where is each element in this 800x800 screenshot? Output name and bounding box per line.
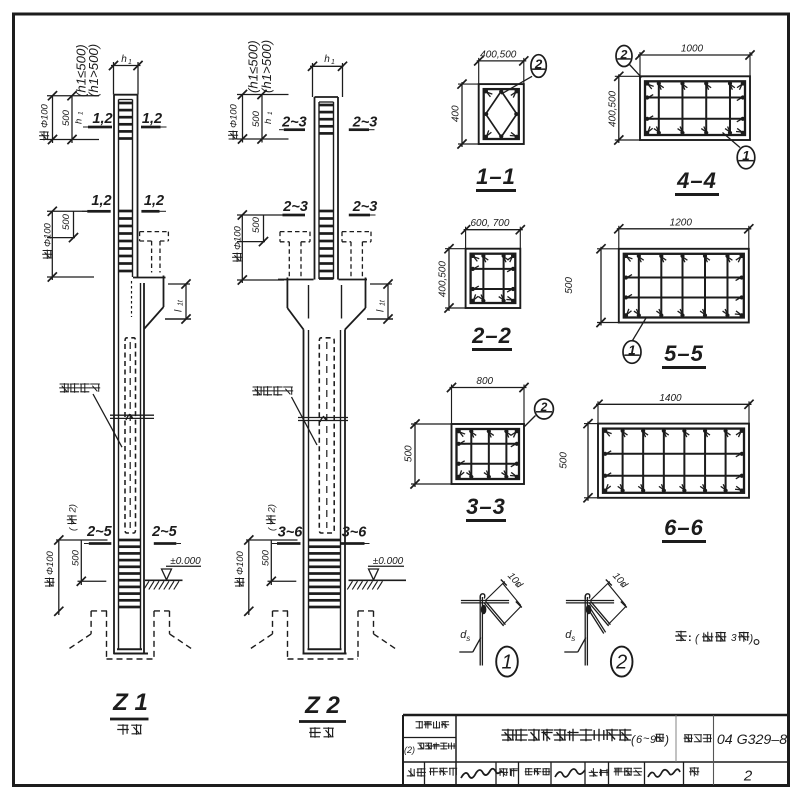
- svg-text:): ): [748, 633, 754, 645]
- svg-text:Φ100: Φ100: [235, 550, 246, 575]
- svg-text:400: 400: [451, 105, 462, 122]
- svg-text:3: 3: [731, 633, 737, 644]
- svg-text:1t: 1t: [379, 299, 386, 306]
- svg-text:500: 500: [70, 549, 81, 566]
- svg-text:Φ100: Φ100: [232, 225, 243, 250]
- svg-text:2: 2: [743, 768, 753, 785]
- svg-text:1: 1: [267, 111, 274, 115]
- svg-text:(: (: [266, 527, 277, 531]
- svg-text:s: s: [466, 634, 470, 643]
- svg-text:Φ100: Φ100: [228, 103, 239, 128]
- svg-text:Φ100: Φ100: [45, 550, 56, 575]
- svg-text:2~3: 2~3: [282, 199, 308, 215]
- svg-text:500: 500: [564, 277, 575, 294]
- svg-text:1,2: 1,2: [144, 193, 164, 209]
- svg-text:Φ100: Φ100: [39, 103, 50, 128]
- svg-text:1000: 1000: [681, 44, 704, 55]
- svg-text:9: 9: [650, 734, 656, 746]
- svg-text::: :: [688, 632, 692, 644]
- svg-text:5–5: 5–5: [664, 341, 704, 366]
- svg-text:500: 500: [251, 110, 262, 127]
- svg-text:s: s: [618, 581, 626, 589]
- svg-text:l: l: [174, 309, 185, 312]
- svg-text:2~3: 2~3: [352, 115, 378, 131]
- svg-text:(h1>500): (h1>500): [259, 40, 274, 93]
- svg-text:(: (: [67, 527, 78, 531]
- svg-text:500: 500: [61, 213, 72, 230]
- svg-text:2–2: 2–2: [471, 323, 512, 348]
- svg-text:6: 6: [636, 734, 643, 746]
- svg-text:400,500: 400,500: [607, 90, 618, 127]
- svg-text:2: 2: [540, 400, 548, 414]
- svg-text:1200: 1200: [670, 217, 693, 228]
- svg-text:2~3: 2~3: [352, 199, 378, 215]
- svg-text:Φ100: Φ100: [43, 222, 54, 247]
- svg-text:(h1≤500): (h1≤500): [246, 40, 261, 93]
- svg-text:400,500: 400,500: [438, 261, 449, 298]
- svg-text:d: d: [460, 629, 467, 641]
- svg-text:h: h: [324, 54, 330, 65]
- svg-text:1,2: 1,2: [142, 111, 162, 127]
- svg-text:6–6: 6–6: [664, 515, 704, 540]
- svg-text:10d: 10d: [610, 571, 630, 591]
- svg-text:(: (: [631, 733, 637, 747]
- svg-text:±0.000: ±0.000: [373, 556, 404, 567]
- svg-text:3–3: 3–3: [466, 494, 506, 519]
- svg-text:1: 1: [331, 59, 335, 66]
- svg-text:): ): [663, 733, 669, 747]
- svg-text:(h1≤500): (h1≤500): [74, 44, 89, 97]
- svg-text:±0.000: ±0.000: [170, 556, 201, 567]
- svg-text:(h1>500): (h1>500): [86, 44, 101, 97]
- svg-text:2~5: 2~5: [86, 524, 113, 540]
- svg-text:Z 2: Z 2: [304, 692, 340, 719]
- svg-text:2: 2: [534, 56, 543, 71]
- svg-text:500: 500: [260, 549, 271, 566]
- svg-text:500: 500: [404, 445, 415, 462]
- svg-text:1: 1: [128, 59, 132, 66]
- svg-text:2): 2): [266, 504, 277, 513]
- svg-text:Z 1: Z 1: [112, 689, 148, 716]
- svg-text:(2): (2): [404, 745, 415, 755]
- svg-text:800: 800: [476, 376, 493, 387]
- svg-text:(: (: [695, 633, 700, 645]
- svg-text:s: s: [513, 581, 521, 589]
- svg-text:3~6: 3~6: [342, 525, 368, 541]
- svg-text:1: 1: [742, 148, 749, 163]
- svg-text:h: h: [73, 119, 84, 124]
- svg-text:~: ~: [643, 733, 650, 745]
- svg-text:4–4: 4–4: [676, 168, 717, 193]
- svg-text:l: l: [376, 309, 387, 312]
- svg-text:d: d: [565, 629, 572, 641]
- svg-text:400,500: 400,500: [480, 49, 517, 60]
- svg-text:1: 1: [628, 342, 635, 357]
- svg-text:2~3: 2~3: [281, 115, 307, 131]
- svg-text:1t: 1t: [177, 299, 184, 306]
- svg-text:1400: 1400: [659, 393, 682, 404]
- svg-text:1: 1: [77, 111, 84, 115]
- svg-text:500: 500: [559, 452, 570, 469]
- svg-text:04 G329–8: 04 G329–8: [717, 732, 787, 748]
- svg-text:1–1: 1–1: [476, 164, 516, 189]
- svg-text:s: s: [571, 634, 575, 643]
- svg-text:1,2: 1,2: [91, 193, 111, 209]
- svg-text:3~6: 3~6: [278, 525, 304, 541]
- svg-text:10d: 10d: [505, 571, 525, 591]
- svg-text:2: 2: [620, 47, 628, 61]
- svg-text:h: h: [263, 119, 274, 124]
- svg-text:2: 2: [615, 652, 627, 674]
- svg-text:500: 500: [251, 216, 262, 233]
- svg-text:600, 700: 600, 700: [470, 218, 509, 229]
- svg-text:2): 2): [67, 504, 78, 513]
- svg-text:2~5: 2~5: [151, 524, 178, 540]
- svg-text:h: h: [121, 54, 127, 65]
- svg-text:1,2: 1,2: [92, 111, 112, 127]
- svg-text:1: 1: [501, 652, 512, 674]
- svg-text:500: 500: [61, 109, 72, 126]
